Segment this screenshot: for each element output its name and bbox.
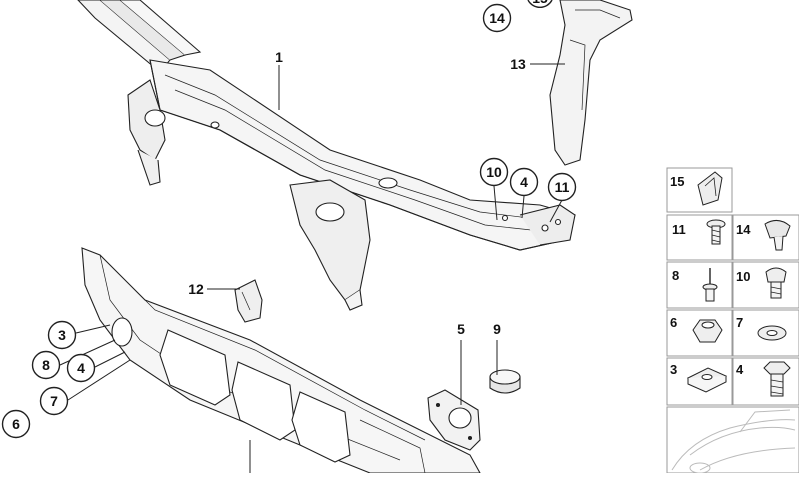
callout-label: 8 xyxy=(42,357,50,373)
inv-cell-8: 8 xyxy=(672,268,718,302)
mounting-plate xyxy=(427,389,481,451)
callout-11-main: 11 xyxy=(547,172,577,202)
plain-labels: 1 13 12 5 9 xyxy=(188,49,526,337)
inv-label-11: 11 xyxy=(672,222,686,237)
callout-15-top: 15 xyxy=(527,0,553,9)
callout-7: 7 xyxy=(39,386,69,416)
callout-label: 4 xyxy=(77,360,85,376)
inv-label-8: 8 xyxy=(672,268,679,283)
callout-4-main: 4 xyxy=(509,167,539,197)
callout-3: 3 xyxy=(47,320,77,350)
inv-cell-14: 14 xyxy=(736,220,791,251)
callout-10: 10 xyxy=(479,157,509,187)
callout-label: 3 xyxy=(58,327,66,343)
callout-label: 4 xyxy=(520,174,528,190)
label-part-1: 1 xyxy=(275,49,283,65)
callout-label: 6 xyxy=(12,416,20,432)
inv-label-7: 7 xyxy=(736,315,743,330)
small-bracket xyxy=(234,279,263,323)
label-part-5: 5 xyxy=(457,321,465,337)
inv-cell-3: 3 xyxy=(670,362,728,393)
label-part-9: 9 xyxy=(493,321,501,337)
upper-cross-member xyxy=(77,0,576,311)
callout-label: 7 xyxy=(50,393,58,409)
inv-cell-15: 15 xyxy=(670,171,723,206)
callout-label: 10 xyxy=(486,164,502,180)
parts-inventory: 15 11 14 8 10 xyxy=(666,167,799,474)
lower-front-panel xyxy=(81,247,481,474)
callout-6: 6 xyxy=(1,409,31,439)
inv-cell-10: 10 xyxy=(736,267,787,299)
side-air-duct xyxy=(549,0,633,166)
inv-label-3: 3 xyxy=(670,362,677,377)
inv-label-15: 15 xyxy=(670,174,684,189)
inv-cell-7: 7 xyxy=(736,315,787,341)
rubber-buffer xyxy=(489,369,521,394)
inv-cell-4: 4 xyxy=(736,361,791,397)
callout-14-top: 14 xyxy=(482,3,512,33)
inv-label-4: 4 xyxy=(736,362,744,377)
callout-label: 11 xyxy=(555,179,570,195)
car-silhouette xyxy=(671,409,796,474)
callout-label: 14 xyxy=(489,10,505,26)
callout-8: 8 xyxy=(31,350,61,380)
inv-label-14: 14 xyxy=(736,222,751,237)
label-part-12: 12 xyxy=(188,281,204,297)
inv-cell-6: 6 xyxy=(670,315,723,343)
inv-label-6: 6 xyxy=(670,315,677,330)
callouts: 14 15 10 4 11 3 8 4 xyxy=(1,0,577,439)
callout-label: 15 xyxy=(532,0,548,6)
inv-cell-11: 11 xyxy=(672,219,726,245)
label-part-13: 13 xyxy=(510,56,526,72)
leader-lines xyxy=(59,63,565,473)
inv-label-10: 10 xyxy=(736,269,750,284)
callout-4-left: 4 xyxy=(66,353,96,383)
